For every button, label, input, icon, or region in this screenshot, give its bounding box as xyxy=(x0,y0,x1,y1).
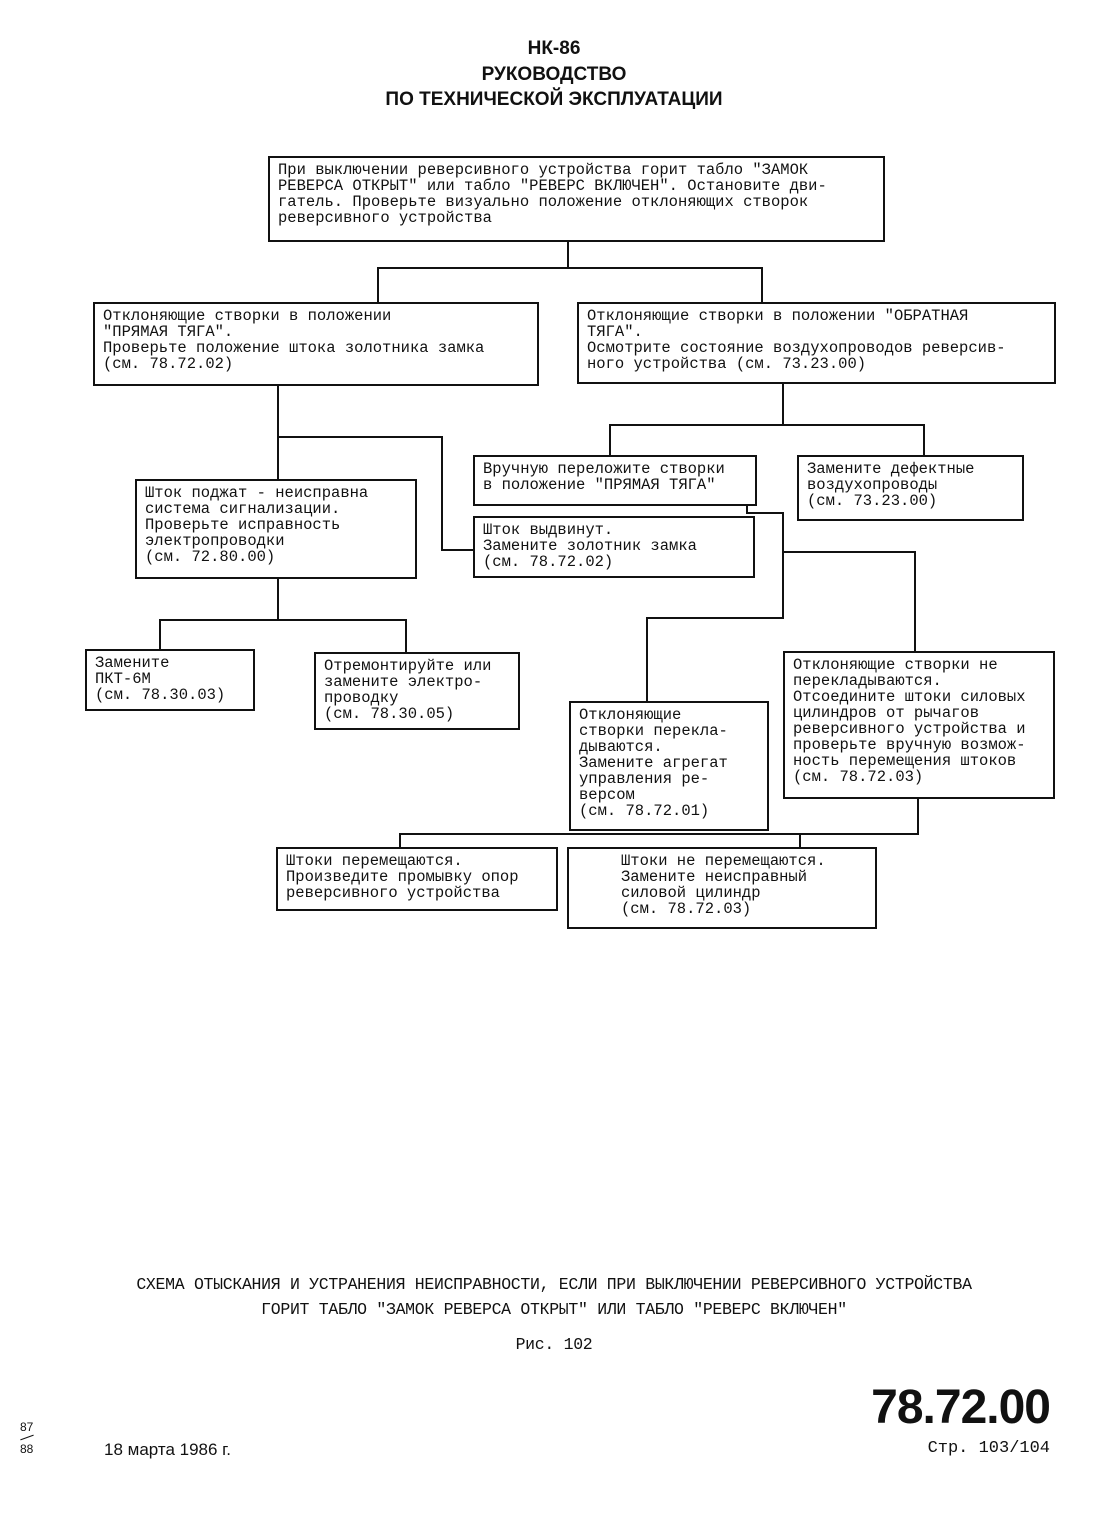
box-replace-pkt: Замените ПКТ-6М (см. 78.30.03) xyxy=(85,649,255,711)
connector-b4-b11 xyxy=(646,552,784,702)
figure-caption-line2: ГОРИТ ТАБЛО "ЗАМОК РЕВЕРСА ОТКРЫТ" ИЛИ Т… xyxy=(261,1300,847,1319)
box-reverse-thrust: Отклоняющие створки в положении "ОБРАТНА… xyxy=(577,302,1056,384)
box-forward-thrust: Отклоняющие створки в положении "ПРЯМАЯ … xyxy=(93,302,539,386)
box-rod-extended: Шток выдвинут. Замените золотник замка (… xyxy=(473,516,755,578)
box-symptom-start: При выключении реверсивного устройства г… xyxy=(268,156,885,242)
box-replace-air-ducts: Замените дефектные воздухопроводы (см. 7… xyxy=(797,455,1024,521)
box-rods-moving: Штоки перемещаются. Произведите промывку… xyxy=(276,847,558,911)
connector-b2-b7 xyxy=(278,436,474,551)
box-rod-pressed: Шток поджат - неисправна система сигнали… xyxy=(135,479,417,579)
box-rods-not-moving: Штоки не перемещаются. Замените неисправ… xyxy=(567,847,877,929)
box-flaps-not-moving: Отклоняющие створки не перекладываются. … xyxy=(783,651,1055,799)
connector-b6-split xyxy=(159,578,279,650)
connector-b3-b5 xyxy=(783,424,925,456)
revision-date: 18 марта 1986 г. xyxy=(104,1440,232,1459)
connector-b1-split xyxy=(377,241,569,303)
connector-b6-b9 xyxy=(278,619,407,653)
connector-b1-right xyxy=(568,267,763,303)
document-model: НК-86 xyxy=(527,38,581,59)
section-number: 78.72.00 xyxy=(871,1381,1051,1434)
document-title-line1: РУКОВОДСТВО xyxy=(481,64,627,85)
margin-number-top: 87 xyxy=(20,1420,34,1434)
figure-number: Рис. 102 xyxy=(515,1335,593,1354)
document-title-line2: ПО ТЕХНИЧЕСКОЙ ЭКСПЛУАТАЦИИ xyxy=(385,89,723,110)
box-repair-wiring: Отремонтируйте или замените электро- про… xyxy=(314,652,520,730)
connector-b10-split xyxy=(399,798,919,848)
figure-caption-line1: СХЕМА ОТЫСКАНИЯ И УСТРАНЕНИЯ НЕИСПРАВНОС… xyxy=(136,1275,972,1294)
page-number: Стр. 103/104 xyxy=(927,1439,1050,1458)
box-flaps-moving: Отклоняющие створки перекла- дываются. З… xyxy=(569,701,769,831)
connector-b3-split xyxy=(609,383,784,456)
connector-b4-split xyxy=(746,505,916,652)
box-move-flaps-manually: Вручную переложите створки в положение "… xyxy=(473,455,757,506)
margin-number-bottom: 88 xyxy=(20,1442,34,1456)
